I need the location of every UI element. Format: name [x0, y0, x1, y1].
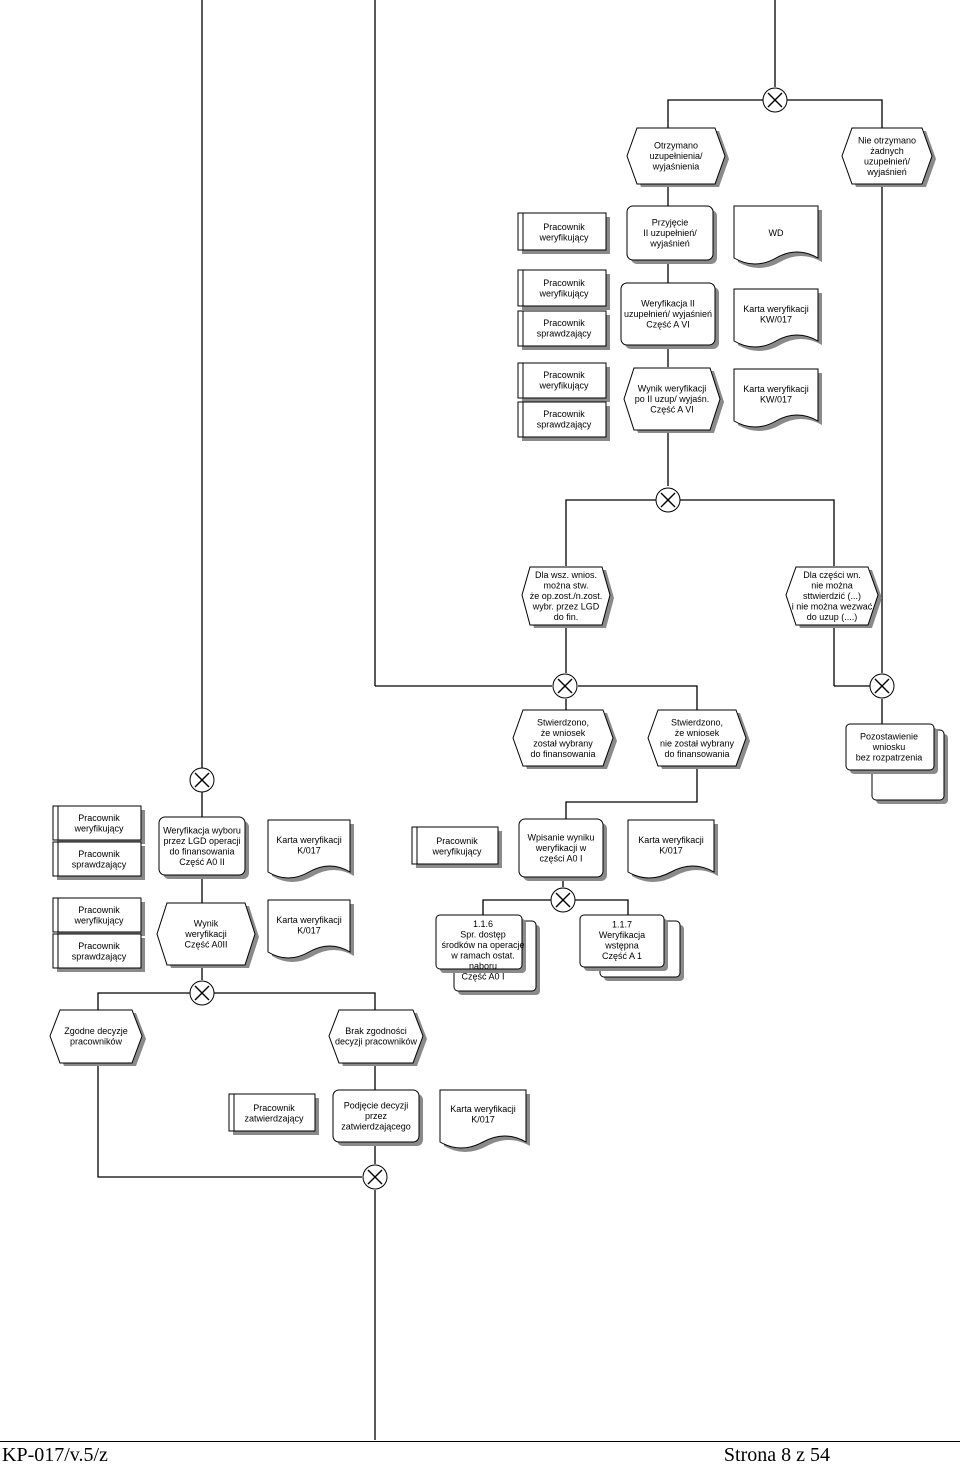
xor-gateway	[552, 673, 578, 699]
event-dla-wszystkich-label: Dla wsz. wnios.można stw.że op.zost./n.z…	[530, 570, 603, 622]
document-wd-label: WD	[769, 228, 784, 238]
xor-gateway	[550, 887, 576, 913]
xor-gateway	[362, 1164, 388, 1190]
document-wd: WD	[733, 205, 822, 268]
xor-gateway	[655, 487, 681, 513]
xor-gateway	[189, 980, 215, 1006]
connectors	[97, 0, 883, 1440]
xor-gateway	[762, 87, 788, 113]
xor-gateway	[869, 673, 895, 699]
page-number: Strona 8 z 54	[723, 1444, 830, 1466]
xor-gateway	[189, 767, 215, 793]
page-footer: KP-017/v.5/z Strona 8 z 54	[0, 1441, 960, 1466]
event-dla-wszystkich: Dla wsz. wnios.można stw.że op.zost./n.z…	[521, 566, 614, 628]
document-code: KP-017/v.5/z	[2, 1444, 108, 1466]
